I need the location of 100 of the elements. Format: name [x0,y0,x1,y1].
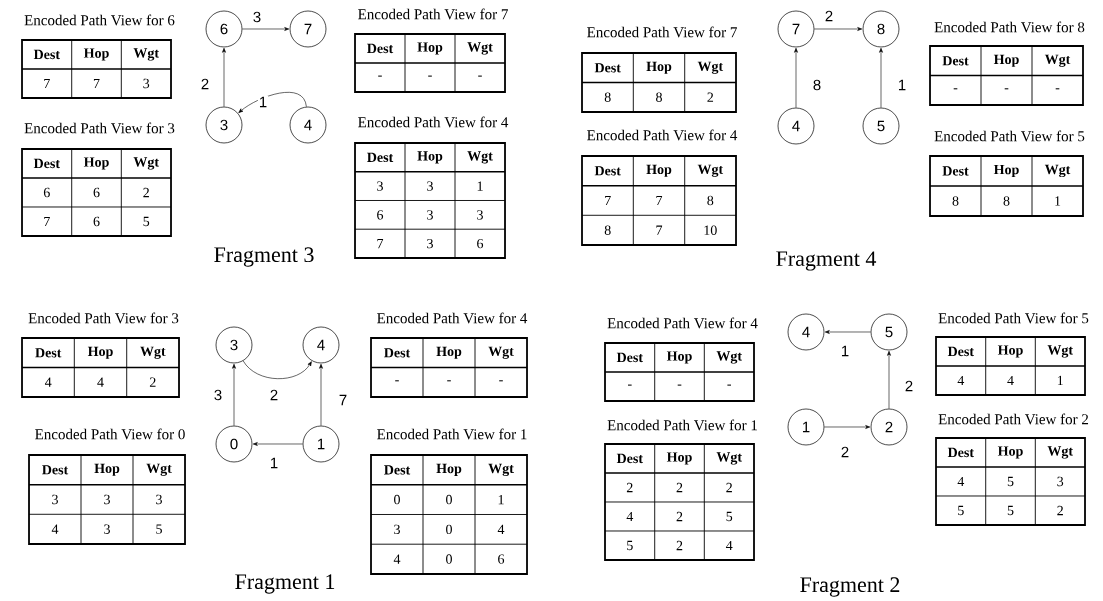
table-cell: 0 [394,494,400,505]
table-cell: 4 [957,476,965,487]
table-cell: Dest [594,63,621,73]
edge-label: 2 [199,77,211,91]
table-cell: 7 [656,225,663,235]
table-cell: 4 [97,377,104,387]
table-cell: 6 [377,210,384,220]
table-cell: Hop [993,54,1019,67]
graph-node: 4 [302,326,340,364]
edge-label: 2 [823,9,835,23]
table-cell: Wgt [140,346,166,359]
table-cell: 6 [477,238,484,249]
edge-label: 2 [268,388,280,402]
table-heading: Encoded Path View for 3 [24,122,175,134]
table-cell: Dest [942,56,969,66]
table-cell: Dest [942,166,969,176]
table-cell: 5 [958,505,964,516]
table-cell: Wgt [488,346,514,359]
table-cell: Hop [94,463,120,476]
graph-node: 4 [787,313,825,351]
arrow [887,350,891,409]
graph-node: 6 [205,10,243,48]
table-cell: Wgt [697,61,724,74]
table-cell: 4 [45,377,52,387]
table-cell: Hop [993,164,1019,178]
table-cell: Hop [436,463,462,476]
table-cell: Wgt [146,463,172,476]
edge-label: 3 [251,10,263,24]
table-cell: Dest [947,447,974,458]
edge-label: 7 [337,393,349,407]
graph-node: 1 [302,425,340,463]
table-cell: 1 [1057,375,1063,386]
table-cell: 0 [446,494,452,505]
table-cell: - [378,75,382,77]
table-heading: Encoded Path View for 4 [358,116,509,128]
table-cell: 2 [676,540,683,551]
table-cell: Hop [666,452,692,465]
table-cell: Dest [594,166,621,176]
edge-label: 1 [896,78,908,92]
table-cell: Hop [417,42,443,55]
fragment-title: Fragment 1 [235,574,335,594]
table-cell: 8 [707,195,714,206]
table-cell: 7 [44,78,50,89]
table-cell: Dest [384,465,411,475]
table-cell: Dest [33,49,60,60]
table-cell: Hop [666,351,692,364]
fragment-title: Fragment 3 [214,247,314,267]
arrow [222,47,226,107]
arrow [879,47,883,108]
table-cell: Wgt [1047,446,1073,459]
table-cell: Wgt [716,452,742,465]
table-cell: - [499,380,503,382]
table-cell: 7 [93,78,100,89]
table-cell: 8 [604,92,611,102]
table-cell: 3 [104,524,110,534]
table-heading: Encoded Path View for 4 [587,129,738,141]
table-cell: 3 [427,210,433,220]
edge-label: 2 [839,445,851,459]
table-cell: 8 [656,92,662,102]
graph-node: 2 [870,408,908,446]
arrow [252,442,303,446]
arrow [232,363,236,426]
table-cell: 10 [704,225,717,235]
table-heading: Encoded Path View for 0 [35,428,185,440]
table-cell: Hop [417,151,443,164]
table-cell: 5 [726,511,733,522]
table-heading: Encoded Path View for 5 [938,312,1089,324]
table-cell: Wgt [467,42,493,55]
table-cell: - [953,88,958,90]
table-cell: 3 [156,494,162,505]
table-cell: 3 [52,494,58,505]
table-cell: 7 [377,239,384,249]
table-cell: - [447,380,451,382]
edge-label: 1 [257,95,269,109]
table-cell: 3 [394,524,400,535]
table-cell: Wgt [133,157,159,170]
table-cell: Wgt [133,48,159,61]
table-cell: 2 [726,482,732,493]
table-cell: Wgt [467,151,493,164]
table-heading: Encoded Path View for 7 [587,26,737,38]
graph-node: 5 [862,107,900,145]
arrow [824,425,871,429]
table-cell: 3 [143,78,150,89]
graph-node: 7 [289,10,327,48]
table-cell: - [428,75,432,77]
arrow [814,27,863,31]
table-cell: Hop [436,346,462,359]
table-heading: Encoded Path View for 1 [607,419,757,431]
table-cell: 5 [1007,476,1014,487]
table-cell: 4 [393,554,401,564]
graph-node: 0 [215,425,253,463]
graph-node: 3 [215,326,253,364]
table-cell: Wgt [697,164,724,177]
table-cell: 2 [676,511,683,522]
table-cell: 3 [477,210,483,220]
table-cell: 3 [1057,476,1064,487]
table-cell: Hop [646,61,672,74]
table-cell: 0 [446,524,452,535]
table-cell: Hop [997,446,1023,459]
table-cell: 8 [952,196,959,206]
